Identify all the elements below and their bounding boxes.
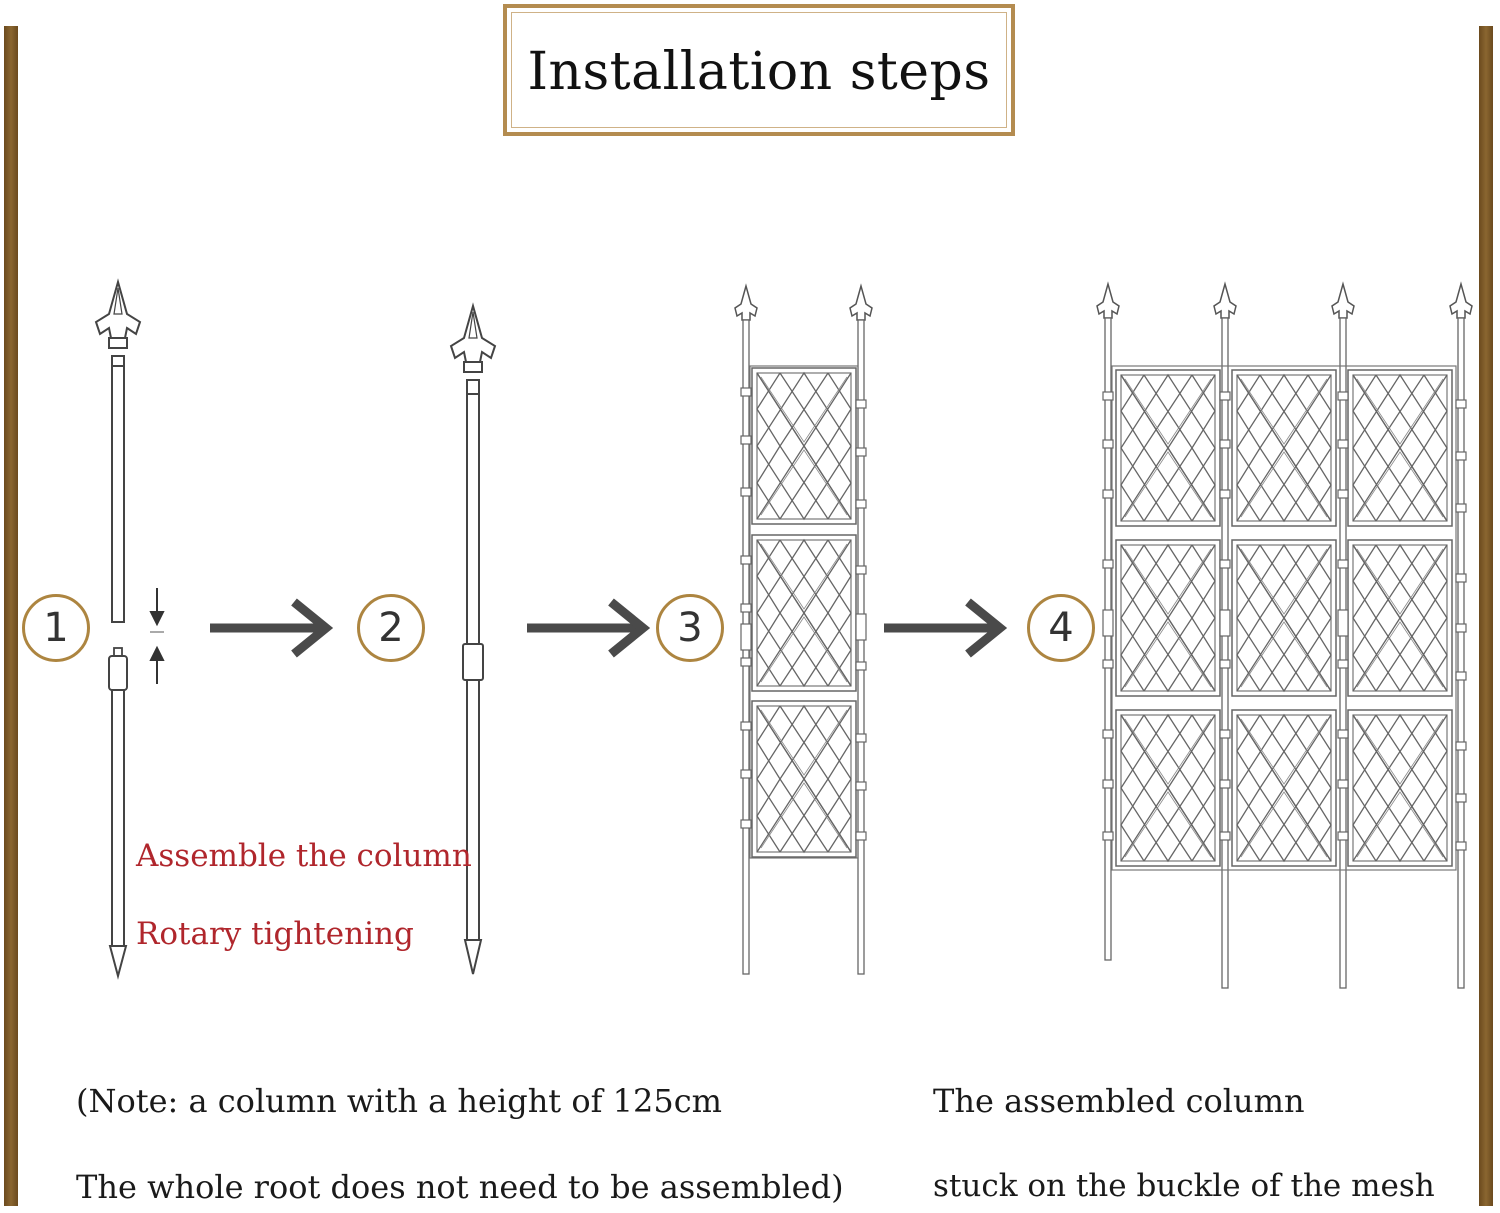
step-4-badge: 4: [1027, 594, 1095, 662]
step-3-badge: 3: [656, 594, 724, 662]
note-right-line1: The assembled column: [933, 1082, 1305, 1120]
triple-trellis-panel-icon: [1096, 283, 1473, 989]
rotary-label: Rotary tightening: [136, 916, 414, 952]
assemble-label: Assemble the column: [136, 838, 472, 874]
note-right-line2: stuck on the buckle of the mesh: [933, 1168, 1435, 1204]
column-upper-part-icon: [95, 281, 141, 623]
left-frame-bar: [4, 26, 18, 1206]
single-trellis-panel-icon: [734, 285, 873, 975]
arrow-right-icon: [527, 602, 643, 654]
push-together-arrows-icon: [149, 588, 165, 684]
note-left-line1: (Note: a column with a height of 125cm: [76, 1082, 722, 1120]
note-left-line2: The whole root does not need to be assem…: [76, 1168, 844, 1206]
page-title: Installation steps: [527, 42, 991, 102]
title-frame: Installation steps: [503, 4, 1015, 136]
step-1-badge: 1: [22, 594, 90, 662]
column-lower-part-icon: [108, 647, 128, 980]
arrow-right-icon: [210, 602, 326, 654]
right-frame-bar: [1479, 26, 1493, 1206]
assembled-column-icon: [450, 305, 496, 975]
arrow-right-icon: [884, 602, 1000, 654]
step-2-badge: 2: [357, 594, 425, 662]
